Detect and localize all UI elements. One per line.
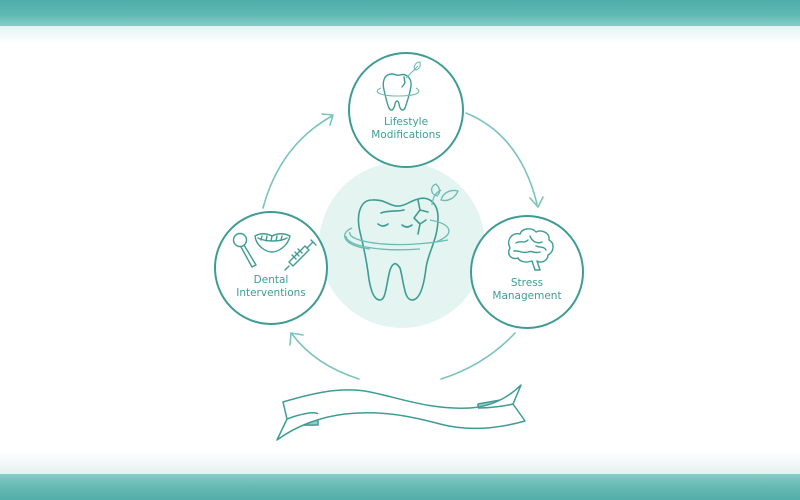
halo-rings (344, 219, 450, 251)
top-band-fade (0, 26, 800, 44)
arrow-lifestyle-to-stress (465, 112, 538, 205)
syringe-icon (284, 239, 317, 271)
ribbon-banner (276, 384, 526, 441)
dental-mirror-icon (232, 232, 257, 268)
small-halo-ring (376, 87, 420, 97)
lifestyle-label-line2: Modifications (371, 129, 441, 141)
node-circle-lifestyle (348, 52, 464, 168)
node-circle-dental (214, 211, 328, 325)
node-label-lifestyle: Lifestyle Modifications (351, 116, 461, 142)
arrowhead-icon (529, 196, 544, 208)
arrow-dental-to-lifestyle (262, 115, 333, 209)
node-circle-stress (470, 215, 584, 329)
node-label-dental: Dental Interventions (216, 274, 326, 300)
ribbon-body (276, 384, 526, 441)
tooth-leaf-icon (382, 73, 412, 111)
stress-label-line2: Management (492, 290, 562, 302)
teeth-smile-icon (254, 233, 291, 253)
top-band (0, 0, 800, 26)
arrowhead-icon (321, 113, 334, 126)
dental-label-line2: Interventions (236, 287, 306, 299)
small-leaf-icon (405, 61, 421, 79)
lifestyle-label-line1: Lifestyle (383, 116, 429, 128)
leaf-sprout-icon (430, 183, 459, 206)
node-label-stress: Stress Management (472, 277, 582, 303)
bottom-band (0, 474, 800, 500)
brain-icon (508, 228, 554, 271)
arrowhead-icon (289, 332, 304, 346)
arrow-into-dental (291, 333, 360, 380)
dental-label-line1: Dental (253, 274, 289, 286)
cycle-arrows (262, 112, 544, 380)
relaxed-tooth-icon (357, 197, 439, 301)
bottom-band-fade (0, 452, 800, 474)
arrow-stress-to-dental (440, 332, 516, 380)
stress-label-line1: Stress (510, 277, 544, 289)
